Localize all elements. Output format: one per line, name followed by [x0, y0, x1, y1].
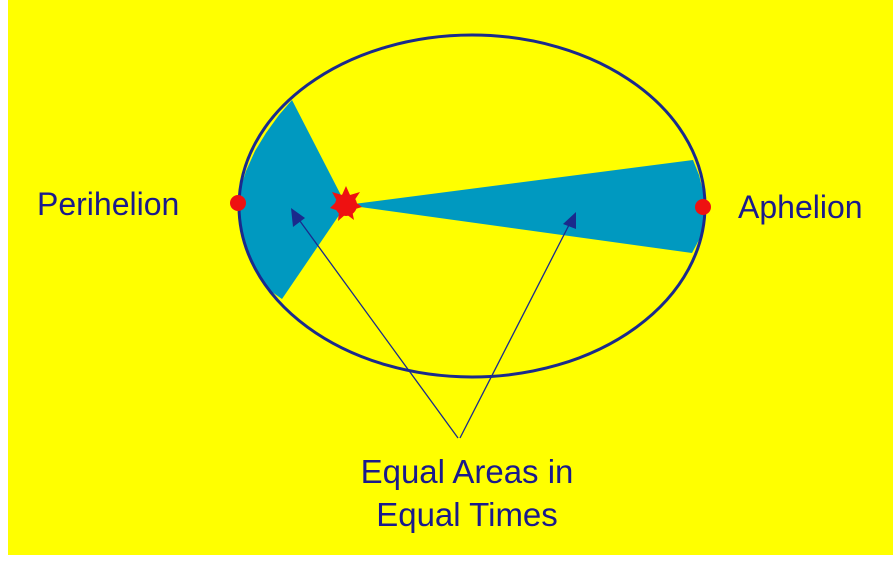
- arrow-head-left: [291, 208, 305, 227]
- arrow-head-right: [563, 212, 576, 229]
- background-panel: [8, 0, 893, 555]
- aphelion-label: Aphelion: [738, 189, 863, 225]
- aphelion-marker-icon: [695, 199, 711, 215]
- sun-icon: [330, 186, 362, 221]
- caption-line-1: Equal Areas in: [361, 453, 574, 490]
- arrow-line-left: [296, 216, 459, 439]
- arrow-line-right: [459, 222, 571, 439]
- perihelion-label: Perihelion: [37, 186, 179, 222]
- swept-area-perihelion: [238, 100, 346, 299]
- swept-area-aphelion: [346, 160, 705, 253]
- caption-line-2: Equal Times: [376, 496, 558, 533]
- perihelion-marker-icon: [230, 195, 246, 211]
